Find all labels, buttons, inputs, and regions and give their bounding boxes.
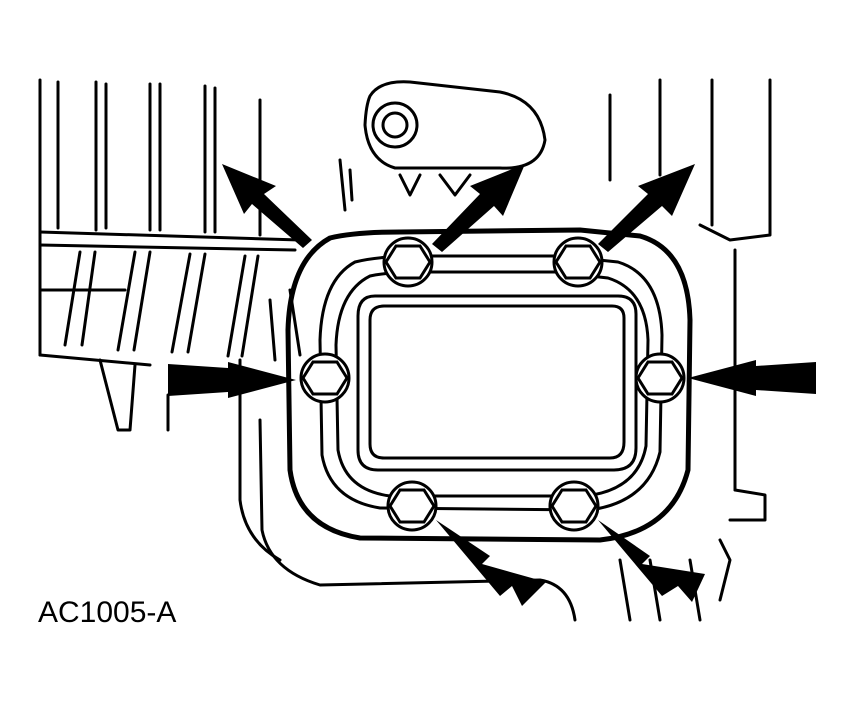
bolt-bottom-left — [386, 480, 438, 532]
arrow-to-top-left-bolt — [432, 164, 525, 252]
arrow-to-right-bolt — [688, 360, 816, 396]
bolt-left — [299, 352, 351, 404]
figure-label: AC1005-A — [38, 596, 177, 629]
top-pipe-fitting — [338, 80, 547, 212]
arrow-to-bottom-right-bolt — [598, 520, 705, 602]
cover-window-outer — [356, 294, 638, 472]
bolt-top-right — [552, 236, 604, 288]
arrow-to-left-bolt — [168, 362, 296, 398]
bolt-right — [634, 352, 686, 404]
arrow-to-bottom-left-bolt — [436, 520, 546, 606]
arrow-to-upper-left-corner — [222, 164, 312, 248]
bolt-top-left — [382, 236, 434, 288]
cover-window-inner — [368, 304, 626, 460]
bolt-bottom-right — [548, 480, 600, 532]
cover-flange-outer — [285, 227, 693, 543]
gasket-inner — [334, 270, 650, 498]
arrow-to-top-right-bolt — [598, 164, 695, 252]
left-housing-fins — [38, 78, 302, 432]
